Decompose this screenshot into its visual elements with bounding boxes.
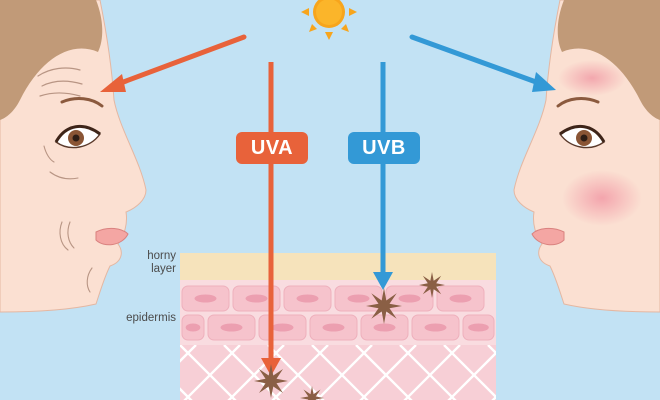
forehead-redness <box>558 60 626 96</box>
cell-nucleus <box>449 294 472 303</box>
right-lips <box>531 227 565 246</box>
collagen-fiber <box>315 345 373 400</box>
damage-spot <box>366 288 402 324</box>
left-eyebrow <box>60 97 104 108</box>
damage-spot <box>254 364 288 398</box>
right-eye <box>559 125 606 149</box>
skin-cross-section <box>92 253 592 400</box>
damage-spot <box>300 386 324 400</box>
horny-layer <box>180 253 496 280</box>
dermis-fibers <box>92 345 592 400</box>
collagen-fiber <box>180 387 193 400</box>
right-eyebrow <box>556 97 600 108</box>
sun-icon <box>301 0 357 40</box>
cell-nucleus <box>322 323 345 332</box>
uva-label: UVA <box>236 132 308 164</box>
eye-wrinkles <box>43 145 79 180</box>
cell-nucleus <box>185 323 201 332</box>
left-face-hair <box>0 0 103 120</box>
cheek-wrinkles <box>59 221 93 293</box>
collagen-fiber <box>92 345 152 400</box>
collagen-fiber <box>532 345 592 400</box>
right-face-hair <box>557 0 660 120</box>
collagen-fiber <box>359 345 417 400</box>
collagen-fiber <box>532 345 592 400</box>
cheek-redness <box>562 170 642 226</box>
cell-nucleus <box>398 294 421 303</box>
cell-nucleus <box>220 323 243 332</box>
cell-nucleus <box>468 323 489 332</box>
cell-nucleus <box>194 294 217 303</box>
horny-layer-label: horny layer <box>128 250 176 276</box>
collagen-fiber <box>227 345 285 400</box>
left-eye <box>54 125 101 149</box>
collagen-fiber <box>271 345 329 400</box>
collagen-fiber <box>180 345 197 363</box>
collagen-fiber <box>183 345 241 400</box>
epidermis-label: epidermis <box>126 312 176 324</box>
cell-nucleus <box>271 323 294 332</box>
collagen-fiber <box>447 351 496 400</box>
damage-spots <box>254 272 445 400</box>
collagen-fiber <box>487 345 496 355</box>
horny-layer-label-line2: layer <box>151 263 176 275</box>
uvb-arrow-to-right-face <box>409 34 556 92</box>
uvb-arrow-into-epidermis <box>373 62 393 290</box>
cell-nucleus <box>296 294 319 303</box>
uva-arrow-to-left-face <box>100 34 247 92</box>
left-face-aged <box>0 0 147 313</box>
left-lips <box>95 227 129 246</box>
forehead-wrinkles <box>37 67 83 97</box>
damage-spot <box>419 272 445 298</box>
cell-nucleus <box>373 323 396 332</box>
collagen-fiber <box>92 345 152 400</box>
horny-layer-label-line1: horny <box>147 250 176 262</box>
uvb-label: UVB <box>348 132 420 164</box>
cell-nucleus <box>245 294 268 303</box>
cell-nucleus <box>347 294 370 303</box>
collagen-fiber <box>491 395 496 400</box>
right-face-burned <box>513 0 660 313</box>
collagen-fiber <box>403 345 461 400</box>
cell-nucleus <box>424 323 447 332</box>
